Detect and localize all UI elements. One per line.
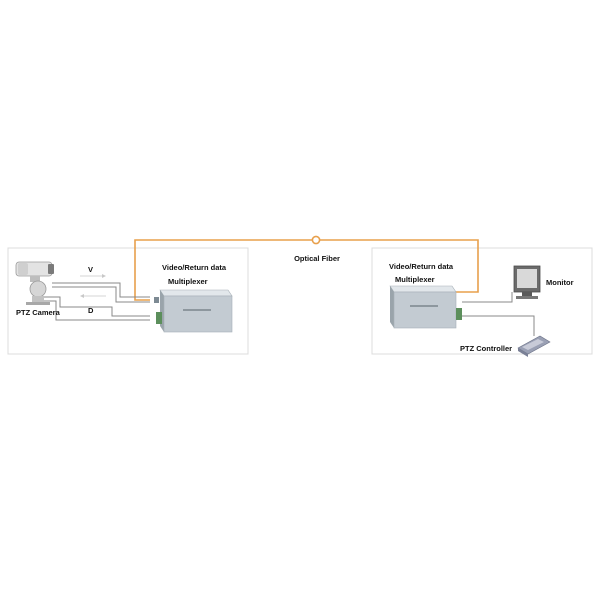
camera-data-wire-upper bbox=[44, 296, 98, 308]
ptz-camera-label: PTZ Camera bbox=[16, 308, 61, 317]
controller-wire bbox=[462, 315, 535, 336]
right-mux-label-line1: Video/Return data bbox=[389, 262, 454, 271]
monitor-icon bbox=[513, 265, 541, 299]
ptz-camera-icon bbox=[15, 261, 54, 305]
camera-video-wire bbox=[52, 282, 150, 298]
right-mux-label-line2: Multiplexer bbox=[395, 275, 435, 284]
camera-data-wire bbox=[44, 300, 150, 321]
left-mux-label-line1: Video/Return data bbox=[162, 263, 227, 272]
camera-data-wire-2 bbox=[98, 306, 150, 317]
camera-video-wire-2 bbox=[52, 286, 150, 303]
data-signal-label: D bbox=[88, 306, 94, 315]
video-arrow-head-icon bbox=[102, 274, 106, 278]
optical-fiber-line-right bbox=[319, 239, 479, 293]
left-mux-label-line2: Multiplexer bbox=[168, 277, 208, 286]
monitor-label: Monitor bbox=[546, 278, 574, 287]
keyboard-controller-icon bbox=[517, 335, 551, 357]
video-signal-label: V bbox=[88, 265, 93, 274]
data-arrow-head-icon bbox=[80, 294, 84, 298]
ptz-controller-label: PTZ Controller bbox=[460, 344, 512, 353]
monitor-wire bbox=[462, 292, 513, 303]
optical-fiber-line-left bbox=[134, 239, 313, 301]
optical-fiber-label: Optical Fiber bbox=[294, 254, 340, 263]
optical-fiber-coupler-icon bbox=[311, 235, 321, 245]
transmitter-device-icon bbox=[154, 289, 233, 333]
receiver-device-icon bbox=[389, 285, 462, 329]
